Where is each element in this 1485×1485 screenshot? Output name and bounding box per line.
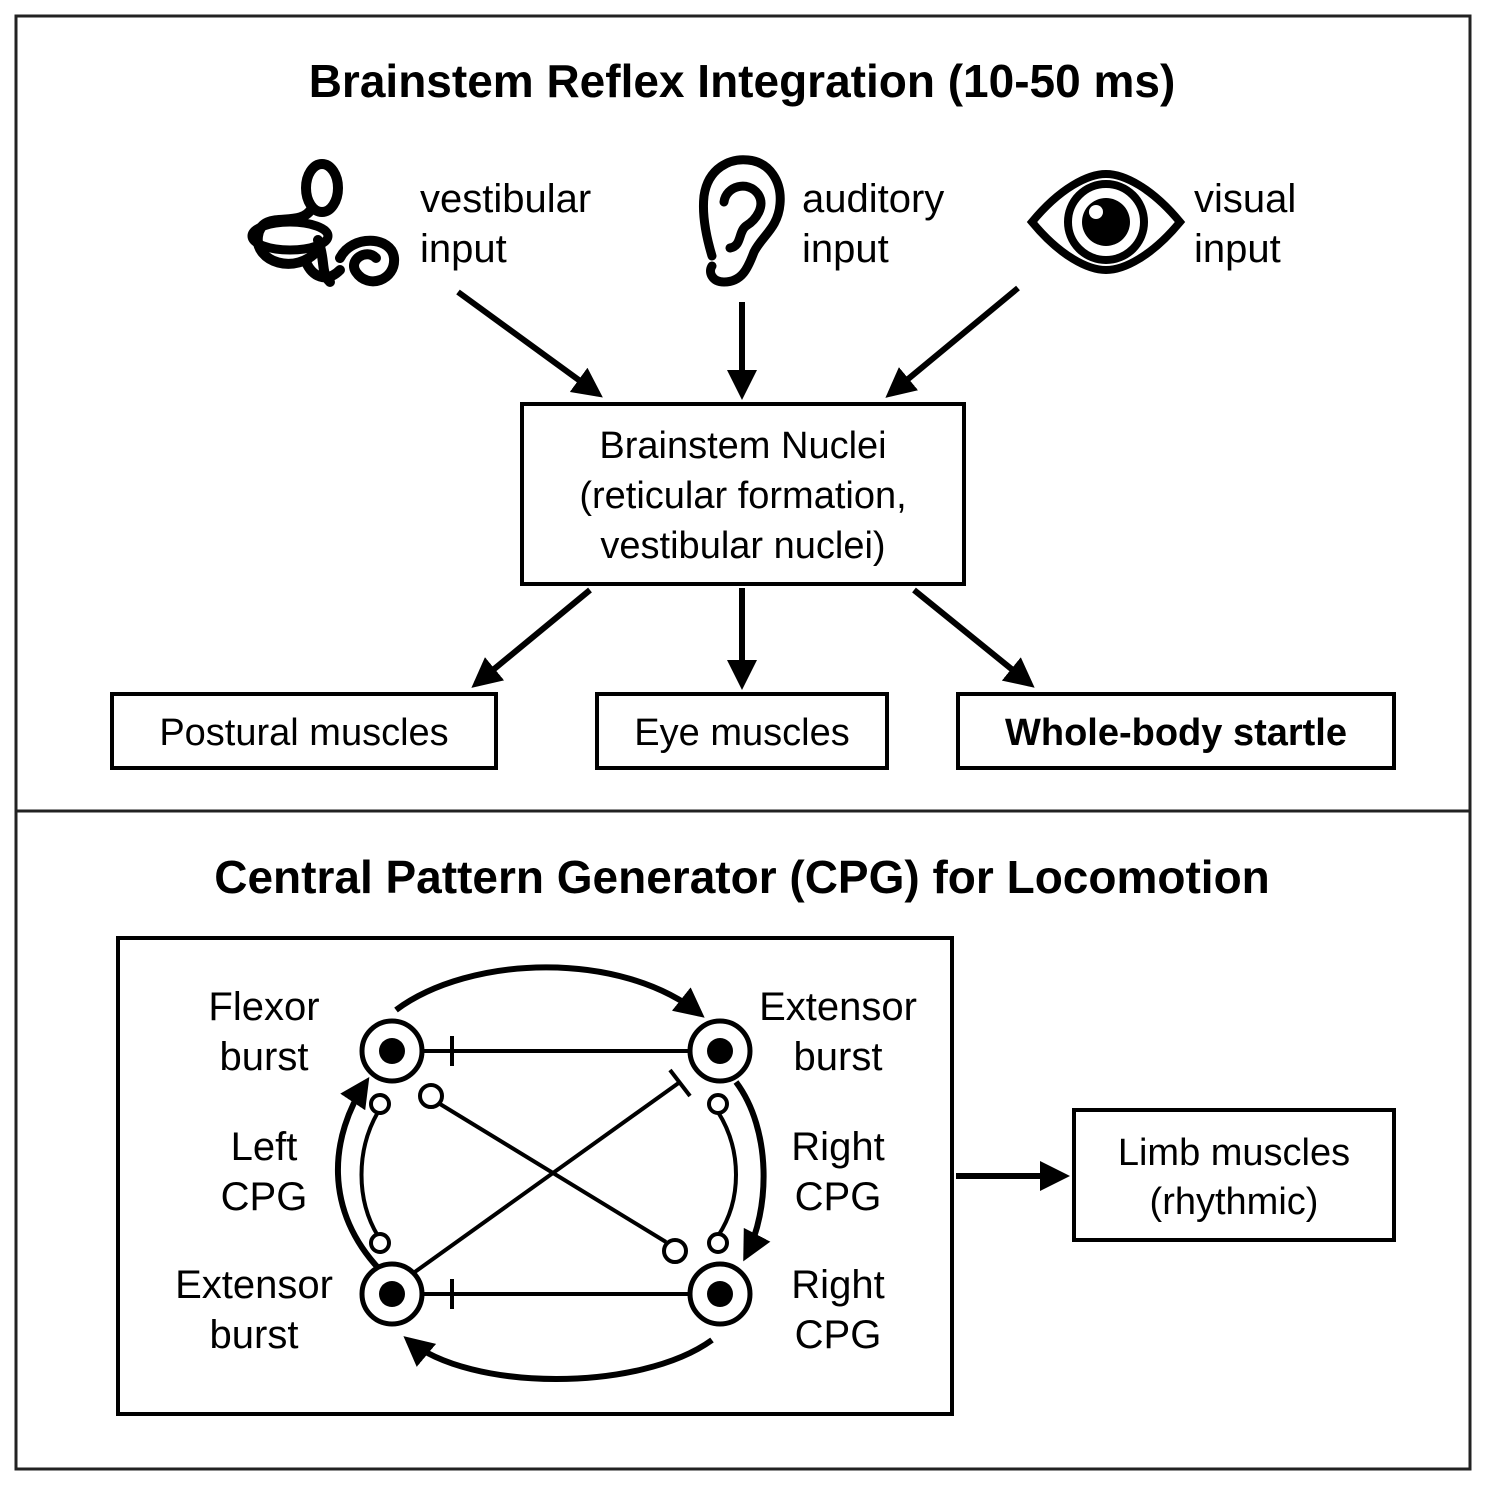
synapse-circle (369, 1232, 391, 1254)
synapse-circle (662, 1238, 688, 1264)
postural-arrow (471, 587, 592, 688)
extensor-burst-right-label-2: burst (794, 1035, 883, 1079)
right-cpg-bottom-label-2: CPG (795, 1313, 882, 1357)
postural-muscles-label: Postural muscles (159, 712, 448, 754)
brainstem-nuclei-sub-2: vestibular nuclei) (600, 525, 885, 567)
extensor-burst-left-label-2: burst (210, 1313, 299, 1357)
eye-muscles-box (595, 692, 889, 770)
auditory-input-label-2: input (802, 227, 889, 271)
synapse-circle (418, 1083, 444, 1109)
visual-input-label-2: input (1194, 227, 1281, 271)
brainstem-nuclei-sub-1: (reticular formation, (579, 475, 906, 517)
flexor-burst-label-2: burst (220, 1035, 309, 1079)
left-curved-arrow (335, 1077, 385, 1275)
diagonal-inhibitory-link (410, 1080, 682, 1276)
extensor-burst-left-label: Extensor (175, 1263, 333, 1307)
whole-body-startle-label: Whole-body startle (1005, 712, 1347, 754)
eye-muscles-label: Eye muscles (634, 712, 849, 754)
bottom-panel-title: Central Pattern Generator (CPG) for Loco… (214, 851, 1270, 903)
whole-body-startle-box (956, 692, 1396, 770)
right-curved-arrow (733, 1080, 771, 1262)
bottom-panel-frame (14, 809, 1472, 1471)
inner-ear-icon (247, 159, 399, 287)
bottom-curved-arrow (403, 1336, 714, 1382)
limb-muscles-label: Limb muscles (1118, 1132, 1350, 1174)
auditory-input-label: auditory (802, 177, 944, 221)
top-curved-arrow (394, 964, 705, 1018)
vestibular-arrow (456, 289, 603, 398)
limb-muscles-label-2: (rhythmic) (1150, 1181, 1319, 1223)
brainstem-nuclei-label: Brainstem Nuclei (599, 425, 886, 467)
cpg-network-box (116, 936, 954, 1416)
top-panel-title: Brainstem Reflex Integration (10-50 ms) (309, 55, 1176, 107)
ear-icon (699, 155, 785, 287)
left-inner-arc (359, 1110, 380, 1238)
postural-muscles-box (110, 692, 498, 770)
right-cpg-label: Right (791, 1125, 884, 1169)
neuron-bottom-right (687, 1261, 753, 1327)
neuron-top-left (359, 1018, 425, 1084)
right-inner-arc (716, 1110, 738, 1238)
neuron-top-right (687, 1018, 753, 1084)
diagonal-inhibitory-bar (668, 1068, 692, 1098)
visual-arrow (885, 285, 1020, 398)
visual-input-label: visual (1194, 177, 1296, 221)
synapse-circle (369, 1093, 391, 1115)
flexor-burst-label: Flexor (208, 985, 319, 1029)
left-cpg-label: Left (231, 1125, 298, 1169)
extensor-burst-right-label: Extensor (759, 985, 917, 1029)
brainstem-nuclei-box (520, 402, 966, 586)
startle-arrow (912, 587, 1035, 688)
synapse-circle (707, 1093, 729, 1115)
synapse-circle (707, 1232, 729, 1254)
limb-muscles-box (1072, 1108, 1396, 1242)
right-cpg-bottom-label: Right (791, 1263, 884, 1307)
neuron-bottom-left (359, 1261, 425, 1327)
eye-icon (1026, 169, 1186, 275)
vestibular-input-label: vestibular (420, 177, 591, 221)
left-cpg-label-2: CPG (221, 1175, 308, 1219)
right-cpg-label-2: CPG (795, 1175, 882, 1219)
vestibular-input-label-2: input (420, 227, 507, 271)
